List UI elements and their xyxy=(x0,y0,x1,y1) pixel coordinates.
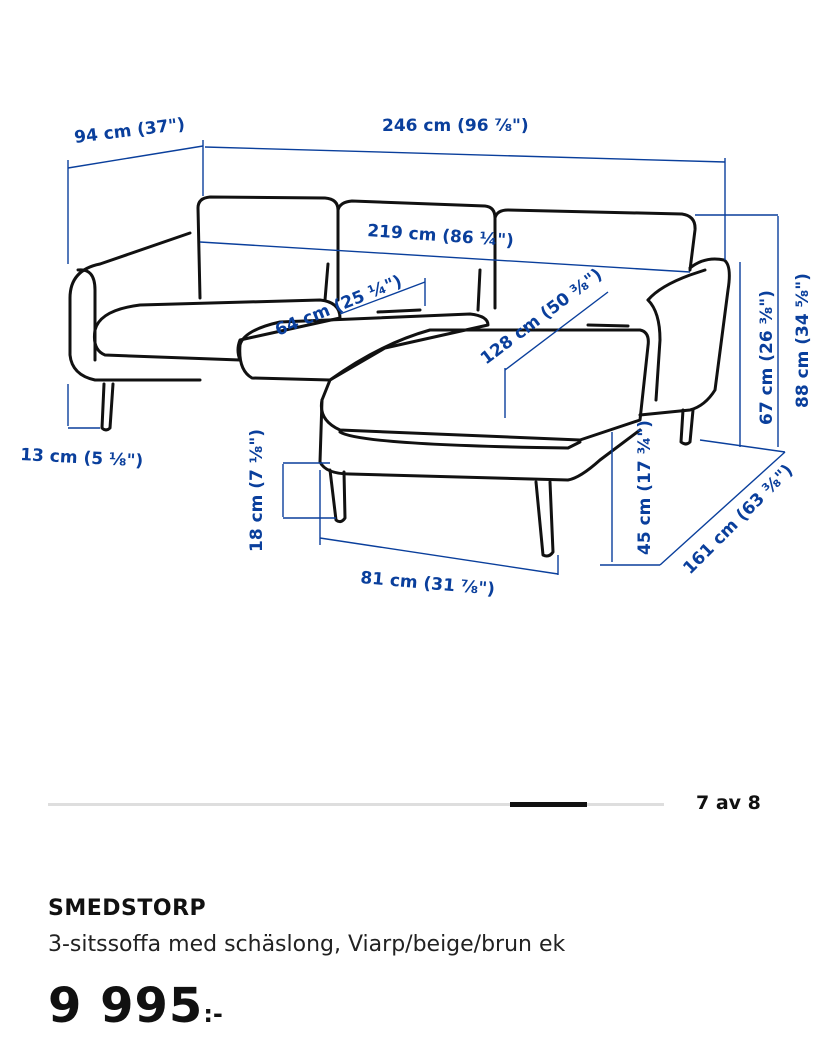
product-description: 3-sitssoffa med schäslong, Viarp/beige/b… xyxy=(48,932,566,957)
dim-inner-width-label: 219 cm (86 ¼") xyxy=(367,221,515,251)
dim-total-height-label: 88 cm (34 ⅝") xyxy=(793,273,813,408)
carousel-progress-thumb[interactable] xyxy=(510,802,587,807)
carousel-counter: 7 av 8 xyxy=(696,792,761,814)
sofa-dimension-drawing: 94 cm (37") 246 cm (96 ⅞") 219 cm (86 ¼"… xyxy=(20,115,813,600)
dim-leg-height-b-label: 18 cm (7 ⅛") xyxy=(247,429,267,552)
dim-depth-label: 94 cm (37") xyxy=(73,115,186,148)
dim-width-label: 246 cm (96 ⅞") xyxy=(382,116,529,136)
dim-chaise-depth-label: 161 cm (63 ⅜") xyxy=(679,461,797,579)
product-name: SMEDSTORP xyxy=(48,896,207,921)
carousel-progress-track[interactable] xyxy=(48,802,664,807)
dim-seat-height-label: 45 cm (17 ¾") xyxy=(635,420,655,555)
sofa-outline xyxy=(68,195,731,558)
dim-chaise-width-label: 81 cm (31 ⅞") xyxy=(360,568,496,600)
product-image-gallery[interactable]: 94 cm (37") 246 cm (96 ⅞") 219 cm (86 ¼"… xyxy=(0,0,828,780)
dim-leg-height-a-label: 13 cm (5 ⅛") xyxy=(20,445,144,471)
dim-arm-height-label: 67 cm (26 ⅜") xyxy=(757,290,777,425)
price-integer: 9 995 xyxy=(48,978,204,1034)
product-price: 9 995:- xyxy=(48,978,223,1034)
price-suffix: :- xyxy=(203,1000,223,1028)
